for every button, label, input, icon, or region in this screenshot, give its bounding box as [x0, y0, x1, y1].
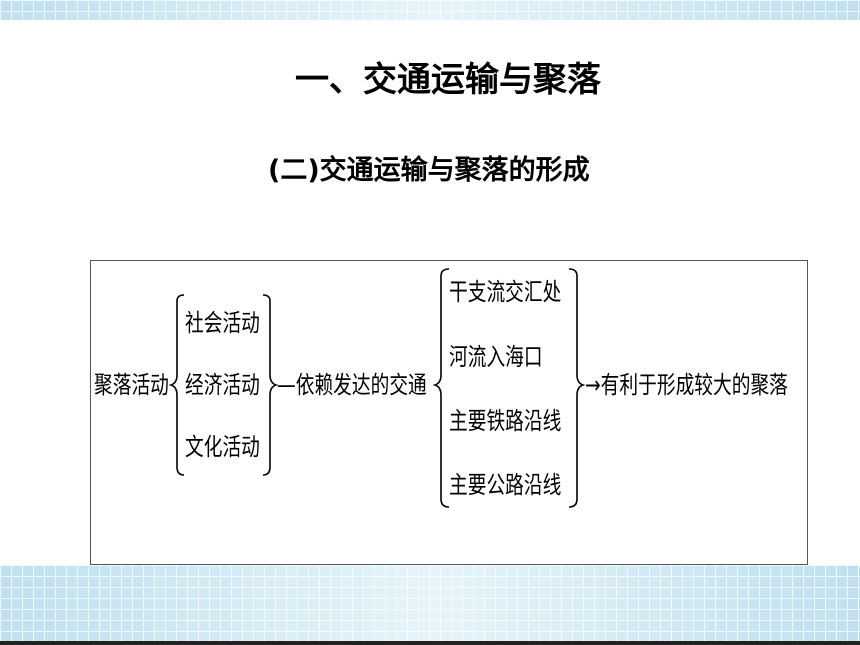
diagram-box: 聚落活动 社会活动 经济活动 文化活动 —依赖发达的交通 干支流交汇处 河流入海… [90, 260, 808, 565]
dependency-label: —依赖发达的交通 [277, 371, 427, 399]
location-item: 主要铁路沿线 [449, 407, 562, 435]
bottom-decorative-band [0, 565, 860, 645]
bottom-frame-line [0, 641, 860, 645]
location-item: 河流入海口 [449, 343, 543, 371]
activity-item: 社会活动 [185, 309, 260, 337]
activities-left-brace [168, 294, 185, 476]
result-label: →有利于形成较大的聚落 [585, 371, 788, 399]
root-label: 聚落活动 [94, 371, 169, 399]
locations-left-brace [432, 268, 450, 508]
top-decorative-band [0, 0, 860, 20]
diagram-braces [168, 268, 586, 508]
location-item: 主要公路沿线 [449, 471, 562, 499]
activity-item: 文化活动 [185, 433, 260, 461]
page-subtitle: (二)交通运输与聚落的形成 [268, 155, 590, 186]
activities-right-brace [262, 294, 279, 476]
location-item: 干支流交汇处 [449, 278, 562, 306]
page-title: 一、交通运输与聚落 [295, 60, 601, 100]
locations-right-brace [568, 268, 586, 508]
activity-item: 经济活动 [185, 371, 260, 399]
